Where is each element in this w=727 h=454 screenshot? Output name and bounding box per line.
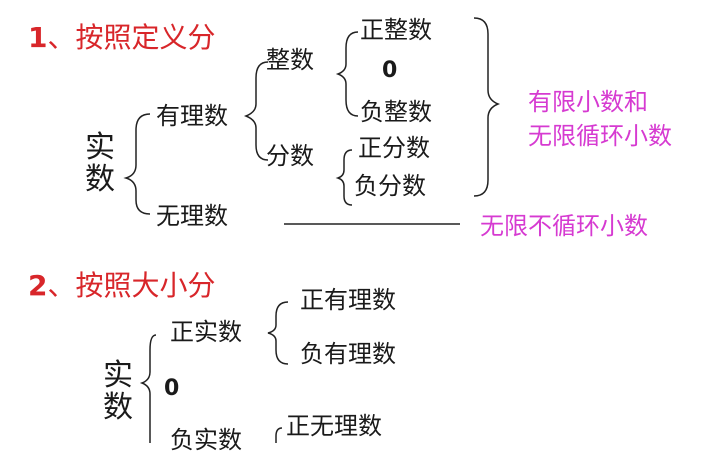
brace-real-numbers <box>123 113 151 215</box>
irrational-numbers-label: 无理数 <box>156 202 228 230</box>
negative-reals-label: 负实数 <box>170 426 242 454</box>
section-1-heading: 1、按照定义分 <box>28 24 216 52</box>
fractions-label: 分数 <box>266 142 314 170</box>
positive-reals-label: 正实数 <box>170 318 242 346</box>
real-numbers-root: 实数 <box>85 130 115 197</box>
negative-integers-label: 负整数 <box>360 98 432 126</box>
positive-integers-label: 正整数 <box>360 16 432 44</box>
finite-or-repeating-line2: 无限循环小数 <box>528 122 672 150</box>
finite-or-repeating-line1: 有限小数和 <box>528 88 648 116</box>
negative-fractions-label: 负分数 <box>354 172 426 200</box>
rational-numbers-label: 有理数 <box>156 102 228 130</box>
brace-positive-real <box>267 301 289 365</box>
positive-irrationals-label: 正无理数 <box>286 412 382 440</box>
brace-negative-real <box>275 427 283 443</box>
positive-rationals-label: 正有理数 <box>300 286 396 314</box>
integers-label: 整数 <box>266 46 314 74</box>
real-numbers-root-by-size: 实数 <box>103 358 133 425</box>
zero-by-size-label: 0 <box>164 376 180 401</box>
brace-rational-decimals <box>473 17 501 197</box>
section-2-heading: 2、按照大小分 <box>28 272 216 300</box>
negative-rationals-label: 负有理数 <box>300 340 396 368</box>
positive-fractions-label: 正分数 <box>358 134 430 162</box>
zero-label: 0 <box>382 58 398 83</box>
section-2-number: 2 <box>28 269 48 302</box>
brace-fraction <box>335 149 353 206</box>
section-1-number: 1 <box>28 21 48 54</box>
section-1-title: 、按照定义分 <box>47 21 216 54</box>
non-repeating-decimals-label: 无限不循环小数 <box>480 212 648 240</box>
brace-integer <box>335 31 359 117</box>
brace-rational <box>243 61 269 161</box>
brace-real-by-size <box>139 334 157 443</box>
diagram-lines <box>123 17 501 443</box>
section-2-title: 、按照大小分 <box>47 269 216 302</box>
